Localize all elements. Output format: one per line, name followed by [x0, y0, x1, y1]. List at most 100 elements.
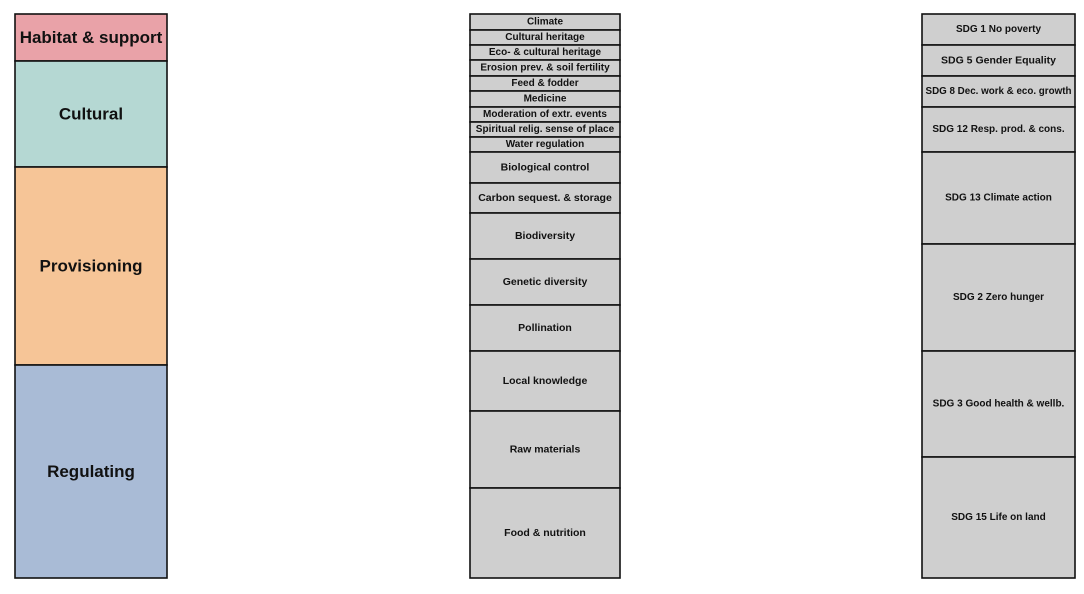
- node-regulating-box: [14, 364, 168, 579]
- node-feed-label: Feed & fodder: [511, 78, 578, 89]
- node-food: Food & nutrition: [469, 487, 621, 579]
- flow-local-knowledge-to-sdg3: [620, 381, 922, 425]
- flow-raw-materials-to-sdg1: [620, 16, 922, 429]
- node-medicine: Medicine: [469, 90, 621, 108]
- node-bio-control-label: Biological control: [501, 162, 590, 174]
- node-carbon: Carbon sequest. & storage: [469, 182, 621, 214]
- node-genetic-box: [469, 258, 621, 306]
- node-cultural-heritage-label: Cultural heritage: [505, 32, 585, 43]
- node-sdg1: SDG 1 No poverty: [921, 13, 1076, 46]
- nodes: Habitat & supportCulturalProvisioningReg…: [14, 13, 1076, 579]
- node-sdg5: SDG 5 Gender Equality: [921, 44, 1076, 77]
- flow-food-to-sdg1: [620, 30, 922, 506]
- node-sdg12-label: SDG 12 Resp. prod. & cons.: [932, 124, 1064, 135]
- node-pollination-box: [469, 304, 621, 352]
- node-sdg3-box: [921, 350, 1076, 458]
- node-sdg13: SDG 13 Climate action: [921, 151, 1076, 245]
- node-water-label: Water regulation: [506, 139, 585, 150]
- node-food-box: [469, 487, 621, 579]
- node-regulating-label: Regulating: [47, 462, 135, 481]
- flow-provisioning-to-food: [167, 273, 470, 575]
- right-flows: [620, 15, 922, 575]
- flow-water-to-sdg15: [620, 138, 922, 490]
- node-genetic: Genetic diversity: [469, 258, 621, 306]
- node-provisioning: Provisioning: [14, 166, 168, 366]
- node-sdg13-box: [921, 151, 1076, 245]
- node-raw-materials: Raw materials: [469, 410, 621, 489]
- left-flows: [167, 15, 470, 575]
- flow-cultural-to-cultural-heritage: [167, 31, 470, 94]
- node-erosion: Erosion prev. & soil fertility: [469, 59, 621, 77]
- flow-cultural-to-spiritual: [167, 107, 470, 137]
- node-sdg12-box: [921, 106, 1076, 153]
- node-moderation: Moderation of extr. events: [469, 106, 621, 123]
- node-sdg3-label: SDG 3 Good health & wellb.: [933, 399, 1065, 410]
- node-carbon-label: Carbon sequest. & storage: [478, 192, 612, 204]
- flow-cultural-to-local-knowledge: [167, 121, 470, 395]
- node-eco-cultural-heritage: Eco- & cultural heritage: [469, 44, 621, 61]
- node-biodiversity: Biodiversity: [469, 212, 621, 260]
- flow-raw-materials-to-sdg8: [620, 92, 922, 457]
- flow-habitat-to-genetic: [167, 31, 470, 290]
- node-erosion-label: Erosion prev. & soil fertility: [480, 63, 610, 74]
- flow-food-to-sdg3: [620, 425, 922, 561]
- node-climate-label: Climate: [527, 17, 564, 28]
- node-moderation-label: Moderation of extr. events: [483, 109, 607, 120]
- node-water: Water regulation: [469, 136, 621, 153]
- node-bio-control: Biological control: [469, 151, 621, 184]
- flow-spiritual-to-sdg3: [620, 123, 922, 398]
- flow-biodiversity-to-sdg15: [620, 243, 922, 532]
- flow-eco-cultural-heritage-to-sdg12: [620, 46, 922, 123]
- node-local-knowledge-label: Local knowledge: [503, 375, 588, 387]
- node-sdg2-label: SDG 2 Zero hunger: [953, 292, 1044, 303]
- node-provisioning-label: Provisioning: [40, 257, 143, 276]
- node-medicine-label: Medicine: [524, 94, 567, 105]
- node-cultural-heritage: Cultural heritage: [469, 29, 621, 46]
- flow-provisioning-to-raw-materials: [167, 203, 470, 485]
- flow-genetic-to-sdg3: [620, 275, 922, 411]
- node-sdg15-label: SDG 15 Life on land: [951, 512, 1045, 523]
- flow-regulating-to-pollination: [167, 307, 470, 570]
- flow-carbon-to-sdg15: [620, 198, 922, 518]
- node-sdg3: SDG 3 Good health & wellb.: [921, 350, 1076, 458]
- node-cultural-label: Cultural: [59, 105, 123, 124]
- node-spiritual: Spiritual relig. sense of place: [469, 121, 621, 138]
- node-habitat-box: [14, 13, 168, 62]
- flow-carbon-to-sdg13: [620, 184, 922, 198]
- flow-regulating-to-moderation: [167, 108, 470, 416]
- flow-regulating-to-water: [167, 138, 470, 430]
- flow-bio-control-to-sdg15: [620, 168, 922, 504]
- node-eco-cultural-heritage-label: Eco- & cultural heritage: [489, 47, 602, 58]
- flow-cultural-to-eco-cultural-heritage: [167, 46, 470, 108]
- flow-local-knowledge-to-sdg12: [620, 123, 922, 382]
- node-sdg2: SDG 2 Zero hunger: [921, 243, 1076, 352]
- flow-raw-materials-to-sdg5: [620, 47, 922, 443]
- flow-pollination-to-sdg2: [620, 305, 922, 336]
- flow-genetic-to-sdg2: [620, 261, 922, 305]
- flow-provisioning-to-feed: [167, 77, 470, 190]
- node-sdg8-label: SDG 8 Dec. work & eco. growth: [926, 86, 1072, 97]
- node-habitat-label: Habitat & support: [20, 28, 163, 47]
- node-feed: Feed & fodder: [469, 75, 621, 92]
- node-raw-materials-label: Raw materials: [510, 444, 581, 456]
- node-cultural-box: [14, 60, 168, 168]
- flow-provisioning-to-medicine: [167, 92, 470, 203]
- node-pollination-label: Pollination: [518, 322, 572, 334]
- node-climate: Climate: [469, 13, 621, 31]
- flow-raw-materials-to-sdg13: [620, 226, 922, 485]
- node-provisioning-box: [14, 166, 168, 366]
- node-spiritual-label: Spiritual relig. sense of place: [476, 124, 615, 135]
- node-sdg15-box: [921, 456, 1076, 579]
- node-sdg8: SDG 8 Dec. work & eco. growth: [921, 75, 1076, 108]
- node-sdg1-box: [921, 13, 1076, 46]
- node-sdg12: SDG 12 Resp. prod. & cons.: [921, 106, 1076, 153]
- node-sdg15: SDG 15 Life on land: [921, 456, 1076, 579]
- node-local-knowledge: Local knowledge: [469, 350, 621, 412]
- flow-food-to-sdg2: [620, 319, 922, 548]
- flow-regulating-to-erosion: [167, 61, 470, 402]
- flow-moderation-to-sdg13: [620, 108, 922, 185]
- node-food-label: Food & nutrition: [504, 527, 586, 539]
- node-sdg5-label: SDG 5 Gender Equality: [941, 55, 1056, 67]
- flow-bio-control-to-sdg2: [620, 154, 922, 277]
